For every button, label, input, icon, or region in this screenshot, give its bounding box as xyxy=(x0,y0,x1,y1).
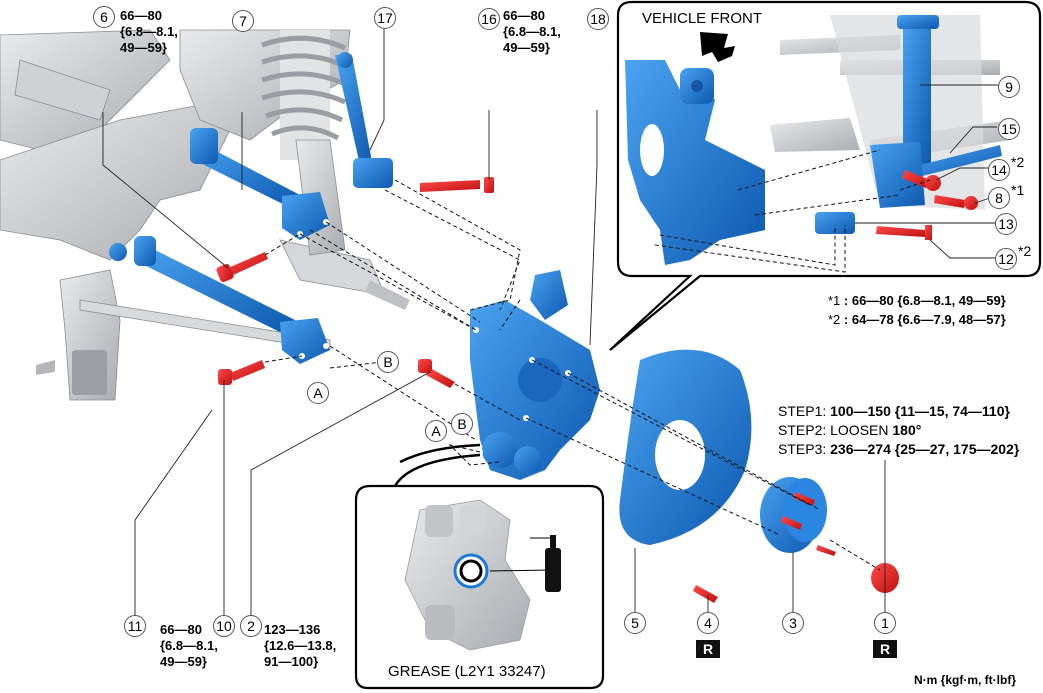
grease-can-icon xyxy=(545,548,561,592)
part-callout-5: 5 xyxy=(624,612,646,634)
part-callout-17: 17 xyxy=(374,7,396,29)
marker-b-right: B xyxy=(451,413,473,435)
vehicle-front-arrow-icon xyxy=(700,32,735,62)
part-callout-2: 2 xyxy=(240,615,262,637)
bolt-10 xyxy=(218,360,265,385)
part-callout-12: 12 xyxy=(995,248,1017,270)
bolt-16 xyxy=(420,177,494,193)
replace-badge-4: R xyxy=(696,640,720,658)
torque-line: 66—80 xyxy=(120,8,162,23)
torque-line: {12.6—13.8, xyxy=(264,638,337,653)
knuckle-18 xyxy=(470,270,600,480)
footnote-1: *1 : 66—80 {6.8—8.1, 49—59} xyxy=(828,292,1006,309)
footnote-value: : 64—78 {6.6—7.9, 48—57} xyxy=(840,312,1006,327)
torque-line: 49—59} xyxy=(120,40,167,55)
torque-line: 66—80 xyxy=(160,622,202,637)
footnote-mark: *2 xyxy=(828,312,841,327)
alignment-dashes xyxy=(264,179,881,571)
leader-lines xyxy=(102,27,886,620)
part-callout-8: 8 xyxy=(988,187,1010,209)
footnote-value: : 66—80 {6.8—8.1, 49—59} xyxy=(840,293,1006,308)
wheel-hub-3 xyxy=(760,477,836,556)
step-value: 100—150 {11—15, 74—110} xyxy=(830,403,1010,419)
torque-units: N·m {kgf·m, ft·lbf} xyxy=(914,673,1016,687)
step-2: STEP2: LOOSEN 180° xyxy=(778,422,921,439)
torque-label-2: 123—136{12.6—13.8,91—100} xyxy=(264,622,336,670)
torque-line: 123—136 xyxy=(264,622,321,637)
torque-line: {6.8—8.1, xyxy=(120,24,178,39)
marker-b-left: B xyxy=(377,351,399,373)
step-label: STEP2: LOOSEN xyxy=(778,422,893,438)
lower-arm-11 xyxy=(109,236,330,364)
replace-badge-1: R xyxy=(873,640,897,658)
part-callout-6: 6 xyxy=(93,6,115,28)
grease-inset xyxy=(354,443,605,690)
part-callout-14: 14 xyxy=(988,159,1010,181)
torque-label-6: 66—80{6.8—8.1,49—59} xyxy=(120,8,178,56)
torque-label-16: 66—80{6.8—8.1,49—59} xyxy=(503,8,561,56)
torque-line: 49—59} xyxy=(160,654,207,669)
footnote-mark-12: *2 xyxy=(1018,243,1032,259)
footnote-mark-14: *2 xyxy=(1011,154,1025,170)
part-callout-11: 11 xyxy=(124,615,146,637)
grease-label: GREASE (L2Y1 33247) xyxy=(388,663,546,680)
footnote-mark: *1 xyxy=(828,293,841,308)
part-callout-10: 10 xyxy=(213,615,235,637)
bolt-2 xyxy=(418,359,455,388)
vehicle-front-label: VEHICLE FRONT xyxy=(642,10,763,27)
torque-line: 66—80 xyxy=(503,8,545,23)
marker-a-right: A xyxy=(425,420,447,442)
step-label: STEP3: xyxy=(778,441,831,457)
part-callout-4: 4 xyxy=(697,612,719,634)
torque-line: 49—59} xyxy=(503,40,550,55)
step-label: STEP1: xyxy=(778,403,831,419)
torque-line: 91—100} xyxy=(264,654,319,669)
toe-link-17 xyxy=(335,52,393,188)
footnote-2: *2 : 64—78 {6.6—7.9, 48—57} xyxy=(828,311,1006,328)
part-callout-16: 16 xyxy=(478,8,500,30)
bolt-6 xyxy=(216,252,268,283)
part-callout-7: 7 xyxy=(232,10,254,32)
part-callout-13: 13 xyxy=(995,213,1017,235)
torque-line: {6.8—8.1, xyxy=(503,24,561,39)
hub-bolt-4 xyxy=(693,585,718,603)
vehicle-front-inset xyxy=(609,0,1042,351)
part-callout-18: 18 xyxy=(587,8,609,30)
part-callout-3: 3 xyxy=(782,612,804,634)
footnote-mark-8: *1 xyxy=(1011,182,1025,198)
marker-a-left: A xyxy=(307,382,329,404)
part-callout-9: 9 xyxy=(998,76,1020,98)
torque-line: {6.8—8.1, xyxy=(160,638,218,653)
torque-label-10: 66—80{6.8—8.1,49—59} xyxy=(160,622,218,670)
part-callout-15: 15 xyxy=(998,118,1020,140)
dust-shield-5 xyxy=(619,349,752,545)
step-3: STEP3: 236—274 {25—27, 175—202} xyxy=(778,441,1019,458)
step-1: STEP1: 100—150 {11—15, 74—110} xyxy=(778,403,1010,420)
step-value: 180° xyxy=(892,422,922,438)
step-value: 236—274 {25—27, 175—202} xyxy=(830,441,1020,457)
part-callout-1: 1 xyxy=(874,612,896,634)
